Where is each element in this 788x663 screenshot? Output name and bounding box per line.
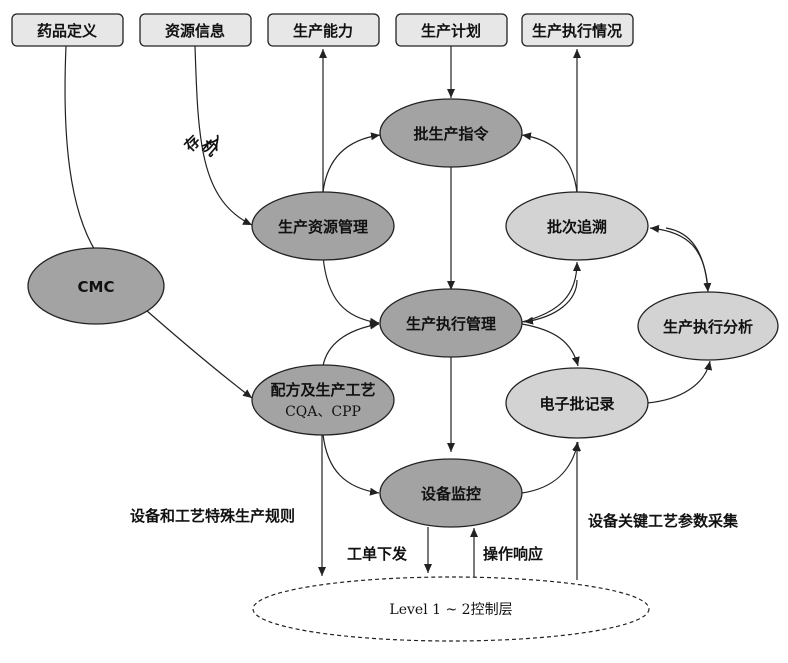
edge-recipe-to-monitor xyxy=(322,433,380,496)
node-equip-monitor-label: 设备监控 xyxy=(421,485,481,503)
box-drug-definition: 药品定义 xyxy=(11,13,124,47)
edges xyxy=(64,45,713,580)
node-equip-monitor: 设备监控 xyxy=(379,458,523,528)
node-exec-analysis-label: 生产执行分析 xyxy=(663,318,753,336)
box-capacity-label: 生产能力 xyxy=(293,22,353,40)
node-batch-instruction-label: 批生产指令 xyxy=(413,125,489,143)
edge-monitor-to-ebr xyxy=(521,441,581,494)
edge-cmc-to-recipe xyxy=(137,302,253,399)
edge-label-rules: 设备和工艺特殊生产规则 xyxy=(130,507,295,525)
edge-trace-to-exec xyxy=(523,279,578,325)
node-ebr-label: 电子批记录 xyxy=(539,395,614,413)
box-exec-status: 生产执行情况 xyxy=(521,13,634,47)
node-recipe-label-line2: CQA、CPP xyxy=(285,404,361,420)
box-resource-info-label: 资源信息 xyxy=(165,22,225,40)
node-level-control-label: Level 1 ~ 2控制层 xyxy=(389,602,512,618)
edge-exec-to-ebr xyxy=(521,323,580,367)
node-exec-analysis: 生产执行分析 xyxy=(637,291,779,361)
edge-ebr-to-analysis xyxy=(646,360,713,404)
edge-label-work-order: 工单下发 xyxy=(347,545,408,563)
edge-resmgmt-to-batch xyxy=(322,132,381,193)
box-plan-label: 生产计划 xyxy=(421,22,481,40)
node-recipe: 配方及生产工艺 CQA、CPP xyxy=(251,364,395,436)
box-exec-status-label: 生产执行情况 xyxy=(532,22,622,40)
edge-label-op-response: 操作响应 xyxy=(483,545,543,563)
node-resource-mgmt: 生产资源管理 xyxy=(251,191,395,261)
node-cmc-label: CMC xyxy=(78,278,115,296)
box-capacity: 生产能力 xyxy=(267,13,380,47)
node-cmc: CMC xyxy=(27,247,165,325)
box-drug-definition-label: 药品定义 xyxy=(37,22,97,40)
node-batch-trace: 批次追溯 xyxy=(505,191,649,261)
box-plan: 生产计划 xyxy=(395,13,508,47)
edge-resource-to-resmgmt xyxy=(194,45,253,226)
node-exec-mgmt-label: 生产执行管理 xyxy=(406,315,496,333)
edge-analysis-to-trace xyxy=(649,224,709,291)
edge-resmgmt-to-exec xyxy=(322,255,380,326)
node-recipe-label-line1: 配方及生产工艺 xyxy=(270,381,375,399)
node-level-control: Level 1 ~ 2控制层 xyxy=(252,576,650,642)
edge-label-param-collect: 设备关键工艺参数采集 xyxy=(588,512,739,530)
node-exec-mgmt: 生产执行管理 xyxy=(379,288,523,358)
edge-recipe-to-exec xyxy=(322,321,380,367)
box-resource-info: 资源信息 xyxy=(139,13,252,47)
edge-trace-to-batch xyxy=(521,132,578,194)
edge-exec-to-trace xyxy=(521,261,581,323)
edge-drugdef-cmc xyxy=(64,45,97,253)
node-batch-trace-label: 批次追溯 xyxy=(547,218,607,236)
node-resource-mgmt-label: 生产资源管理 xyxy=(278,218,368,236)
node-ebr: 电子批记录 xyxy=(505,367,649,439)
node-batch-instruction: 批生产指令 xyxy=(379,98,523,168)
